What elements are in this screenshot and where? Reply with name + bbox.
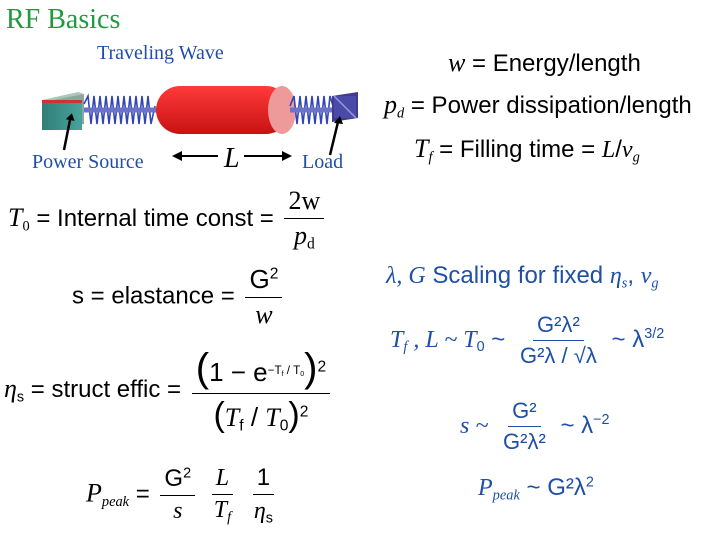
eq-struct-effic: ηs = struct effic = (1 − e−Tf / T0)2 (Tf… <box>4 346 334 436</box>
accelerating-structure <box>156 86 296 134</box>
eq-power-dissipation: pd = Power dissipation/length <box>384 90 692 122</box>
diagram-title: Traveling Wave <box>97 42 224 64</box>
output-coil <box>289 95 336 125</box>
power-source-pointer <box>62 119 72 151</box>
eq-internal-time-const: T0 = Internal time const = 2w pd <box>8 186 328 254</box>
power-source-label: Power Source <box>32 151 144 173</box>
input-coil <box>83 93 160 125</box>
eq-filling-time: Tf = Filling time = L/vg <box>414 134 640 166</box>
power-source-box <box>42 92 84 130</box>
load-pointer <box>328 121 340 156</box>
load-label: Load <box>302 151 344 173</box>
eq-energy-length: w = Energy/length <box>448 48 641 77</box>
slide-title: RF Basics <box>6 4 121 35</box>
length-label: L <box>224 143 240 174</box>
eq-elastance: s = elastance = G2 w <box>72 264 286 330</box>
scaling-heading: λ, G Scaling for fixed ηs, vg <box>386 262 659 292</box>
load-box <box>332 92 358 122</box>
scaling-peak-power: Ppeak ~ G²λ2 <box>478 474 594 504</box>
